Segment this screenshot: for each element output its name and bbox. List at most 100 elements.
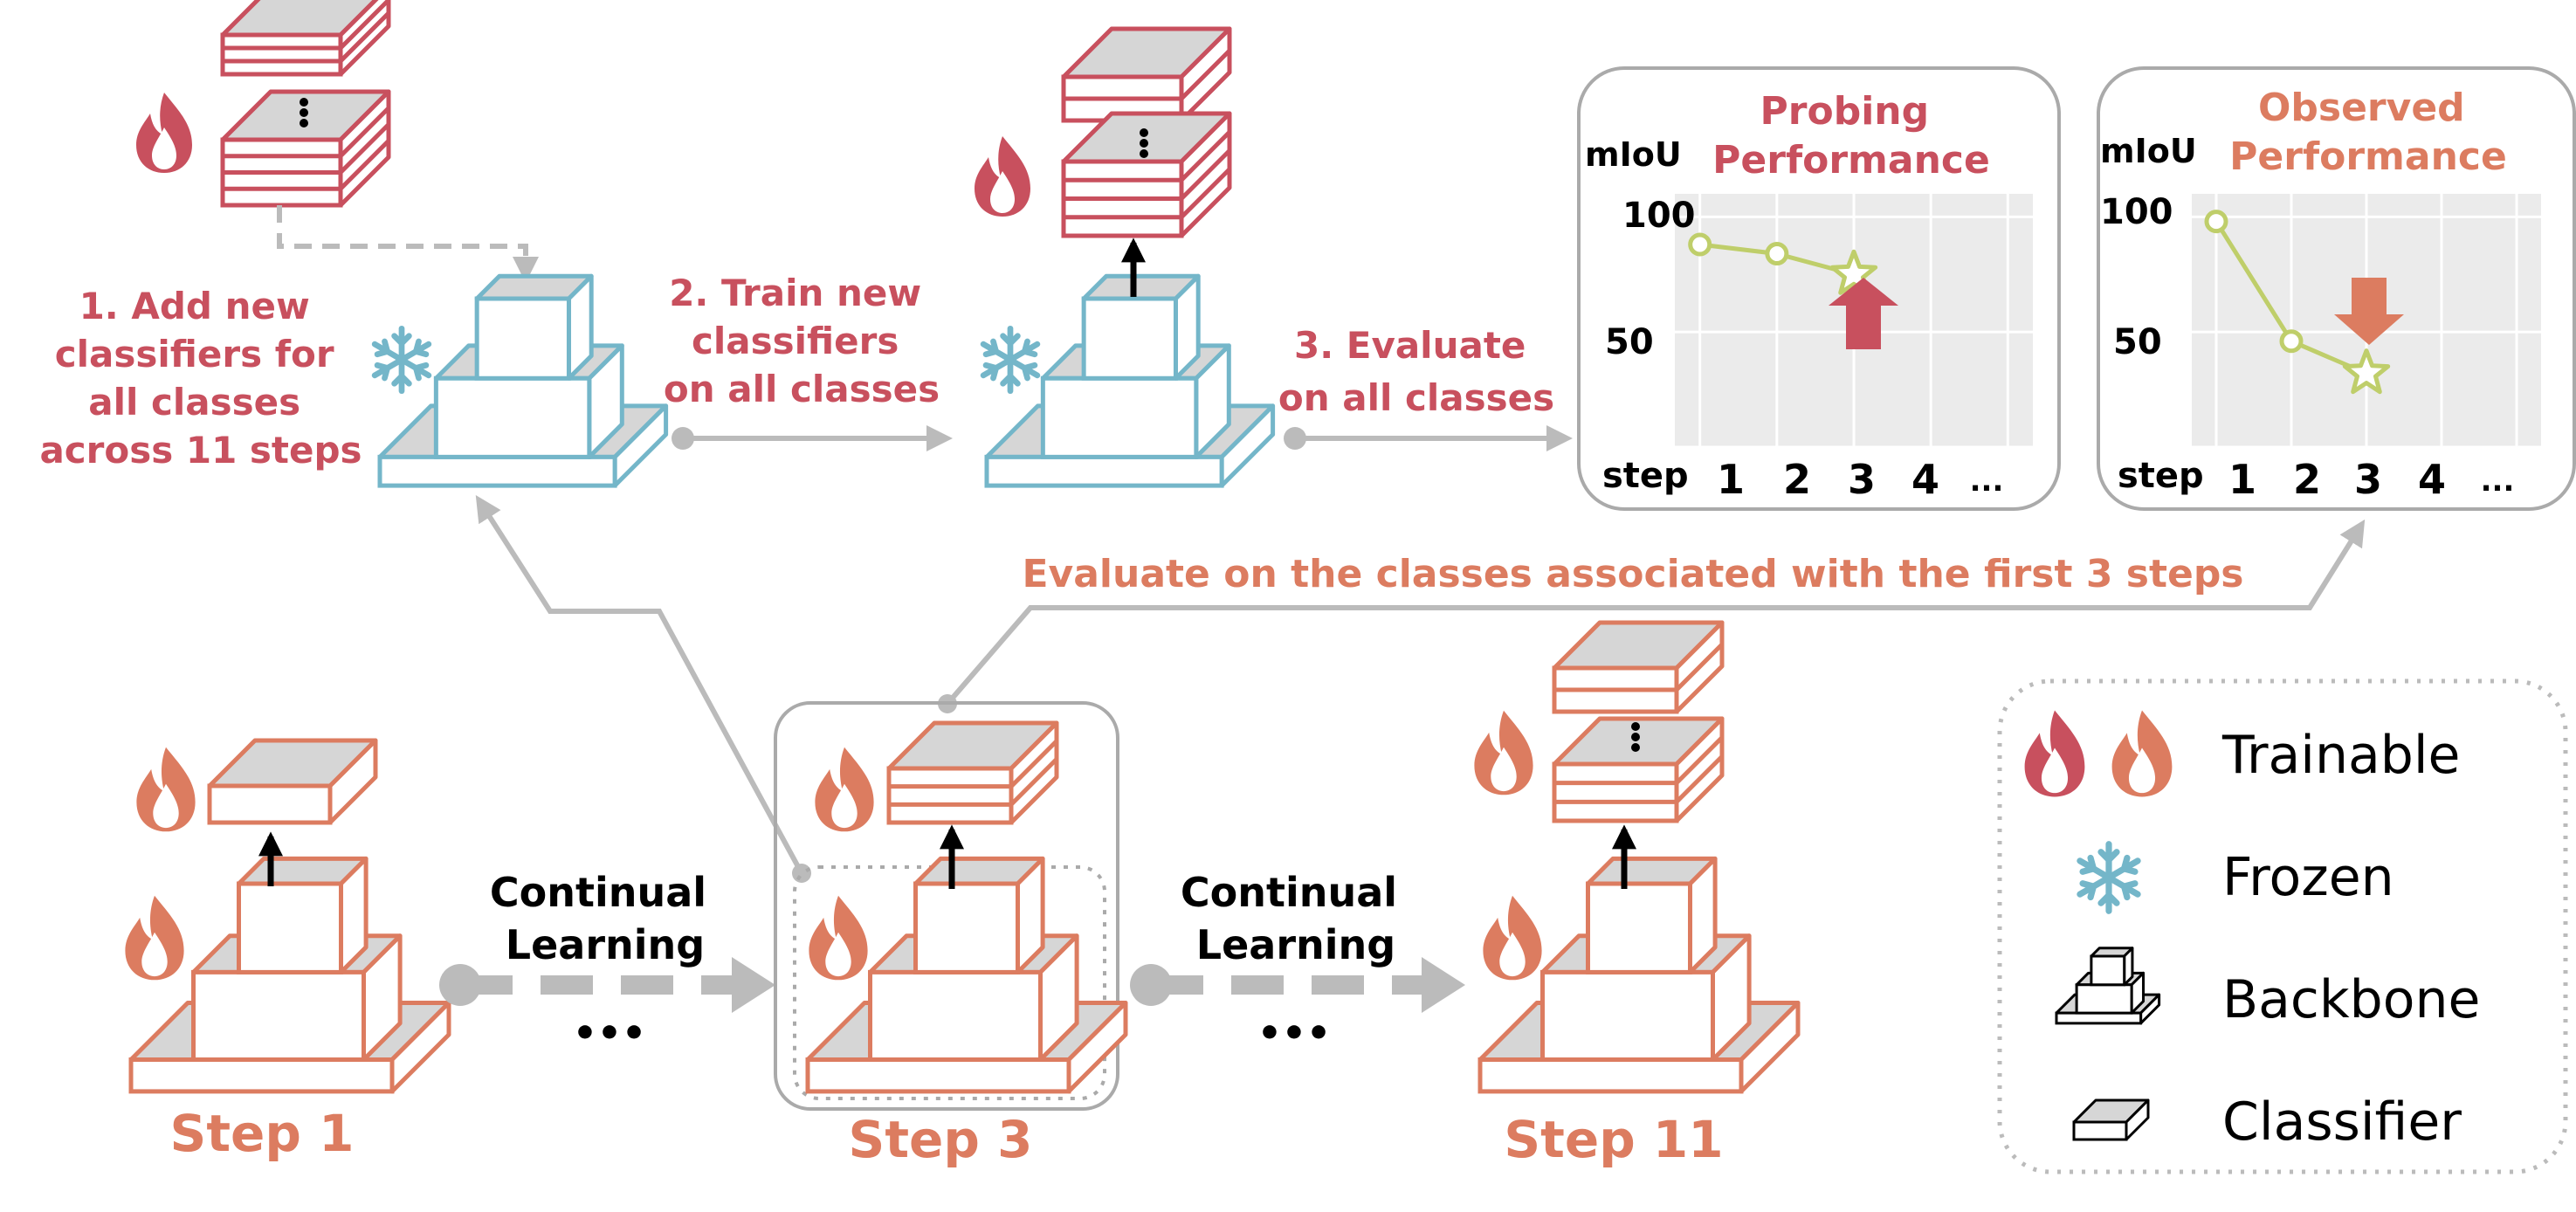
- observed-grid: [2192, 194, 2541, 449]
- backbone-top: [913, 856, 1045, 974]
- observed-title-line-2: Performance: [2229, 134, 2507, 179]
- step1-line-3: all classes: [88, 381, 300, 424]
- classifier-icon-block: [2072, 1098, 2150, 1141]
- ellipsis-dot: [300, 119, 308, 127]
- probing-title-line-1: Probing: [1760, 89, 1930, 134]
- backbone-step1: [128, 856, 451, 1094]
- observed-ytick-50: 50: [2113, 322, 2162, 362]
- step2-line-1: 2. Train new: [669, 272, 921, 314]
- flame-icon-trainable-top-left: [136, 93, 192, 173]
- cl-label-1: Continual Learning: [490, 869, 720, 968]
- backbone-icon: [2055, 947, 2161, 1025]
- up-arrow-icon: [1829, 278, 1898, 349]
- probing-xtick-more: ...: [1970, 464, 2004, 499]
- backbone-step11: [1477, 856, 1801, 1094]
- frozen-backbone-2: [984, 273, 1276, 488]
- cl-ellipsis-2: •••: [1257, 1011, 1331, 1056]
- probing-series: [1688, 232, 1878, 295]
- cl-label-2-line-1: Continual: [1181, 869, 1397, 916]
- probing-xtick-3: 3: [1848, 456, 1876, 503]
- flame-icon-step1-backbone: [125, 895, 184, 981]
- dashed-connector: [277, 205, 539, 283]
- classifier-block: [207, 738, 378, 825]
- step2-line-2: classifiers: [692, 320, 899, 362]
- step1-line-1: 1. Add new: [79, 285, 310, 327]
- classifier-step1: [207, 738, 378, 825]
- classifier-step3: [886, 720, 1059, 825]
- flame-icon-step3-classifier: [815, 747, 874, 832]
- backbone-top: [237, 856, 368, 974]
- legend: Trainable Frozen Backbone Classifier: [1997, 678, 2568, 1174]
- ellipsis-dot: [1631, 733, 1640, 741]
- classifier-stack-top-left: [220, 0, 391, 208]
- ellipsis-dot: [1140, 128, 1148, 137]
- classifier-block: [886, 720, 1059, 825]
- snowflake-icon-frozen-2: [983, 328, 1037, 390]
- legend-frozen: Frozen: [2222, 847, 2394, 908]
- ellipsis-dot: [300, 98, 308, 107]
- probing-ytick-50: 50: [1605, 322, 1654, 362]
- flame-icon-trainable-top-middle: [975, 136, 1030, 217]
- observed-ytick-100: 100: [2100, 192, 2173, 232]
- probing-title-line-2: Performance: [1712, 138, 1990, 182]
- probing-chart: Probing Performance mIoU 100 50 step 1 2…: [1577, 66, 2061, 511]
- ellipsis-dot: [1140, 139, 1148, 148]
- legend-classifier: Classifier: [2222, 1091, 2462, 1153]
- observed-xlabel: step: [2118, 456, 2204, 496]
- ellipsis-dot: [300, 108, 308, 117]
- legend-trainable: Trainable: [2221, 725, 2460, 786]
- backbone-top: [2090, 947, 2134, 987]
- series-point: [1765, 242, 1789, 266]
- evaluate-text: Evaluate on the classes associated with …: [1023, 552, 2244, 596]
- probing-xlabel: step: [1602, 456, 1689, 496]
- backbone-top: [1081, 273, 1201, 381]
- flame-icon-step3-backbone: [809, 895, 868, 981]
- observed-chart: Observed Performance mIoU 100 50 step 1 …: [2097, 66, 2576, 511]
- observed-ylabel: mIoU: [2100, 132, 2197, 170]
- classifier-block-upper: [220, 0, 391, 77]
- series-point: [2279, 329, 2304, 354]
- cl-arrowhead-1: [732, 957, 775, 1013]
- classifier-block-upper: [1552, 620, 1725, 714]
- observed-xtick-4: 4: [2418, 456, 2446, 503]
- flame-icon-step1-classifier: [136, 747, 196, 832]
- connector-to-observed: [945, 519, 2366, 706]
- connector-dot-step3-backbone: [792, 864, 811, 883]
- observed-xtick-more: ...: [2481, 464, 2515, 499]
- observed-xtick-2: 2: [2293, 456, 2321, 503]
- backbone-top: [1586, 856, 1718, 974]
- step1-line-4: across 11 steps: [39, 429, 362, 472]
- snowflake-icon-frozen-1: [375, 328, 429, 390]
- probing-ytick-100: 100: [1622, 196, 1696, 236]
- series-point: [1688, 232, 1712, 257]
- observed-title-line-1: Observed: [2258, 86, 2465, 130]
- probing-xtick-1: 1: [1717, 456, 1745, 503]
- ellipsis-dot: [1140, 149, 1148, 158]
- cl-arrowhead-2: [1422, 957, 1465, 1013]
- step3-box: [774, 701, 1119, 1111]
- probing-xtick-4: 4: [1911, 456, 1939, 503]
- cl-label-1-line-2: Learning: [506, 921, 705, 968]
- step3-line-2: on all classes: [1278, 376, 1554, 419]
- cl-label-2-line-2: Learning: [1196, 921, 1395, 968]
- probing-xtick-2: 2: [1783, 456, 1811, 503]
- step3-label: Step 3: [849, 1110, 1033, 1169]
- observed-xtick-3: 3: [2354, 456, 2382, 503]
- step2-line-3: on all classes: [664, 368, 940, 410]
- classifier-stack-top-middle: [1061, 26, 1232, 238]
- connector-to-backbone: [475, 494, 804, 875]
- cl-label-2: Continual Learning: [1181, 869, 1411, 968]
- step1-label: Step 1: [170, 1104, 355, 1163]
- probing-ylabel: mIoU: [1585, 135, 1682, 174]
- flame-icon-legend-red: [2024, 710, 2085, 797]
- step1-text: 1. Add new classifiers for all classes a…: [39, 285, 362, 472]
- probing-chart-title: Probing Performance: [1712, 89, 1990, 182]
- classifier-block-lower: [1061, 111, 1232, 238]
- observed-xtick-1: 1: [2228, 456, 2256, 503]
- observed-chart-title: Observed Performance: [2229, 86, 2507, 179]
- step1-line-2: classifiers for: [55, 333, 334, 375]
- step3-line-1: 3. Evaluate: [1294, 324, 1526, 367]
- series-point: [2204, 210, 2228, 234]
- classifier-block-upper: [1061, 26, 1232, 123]
